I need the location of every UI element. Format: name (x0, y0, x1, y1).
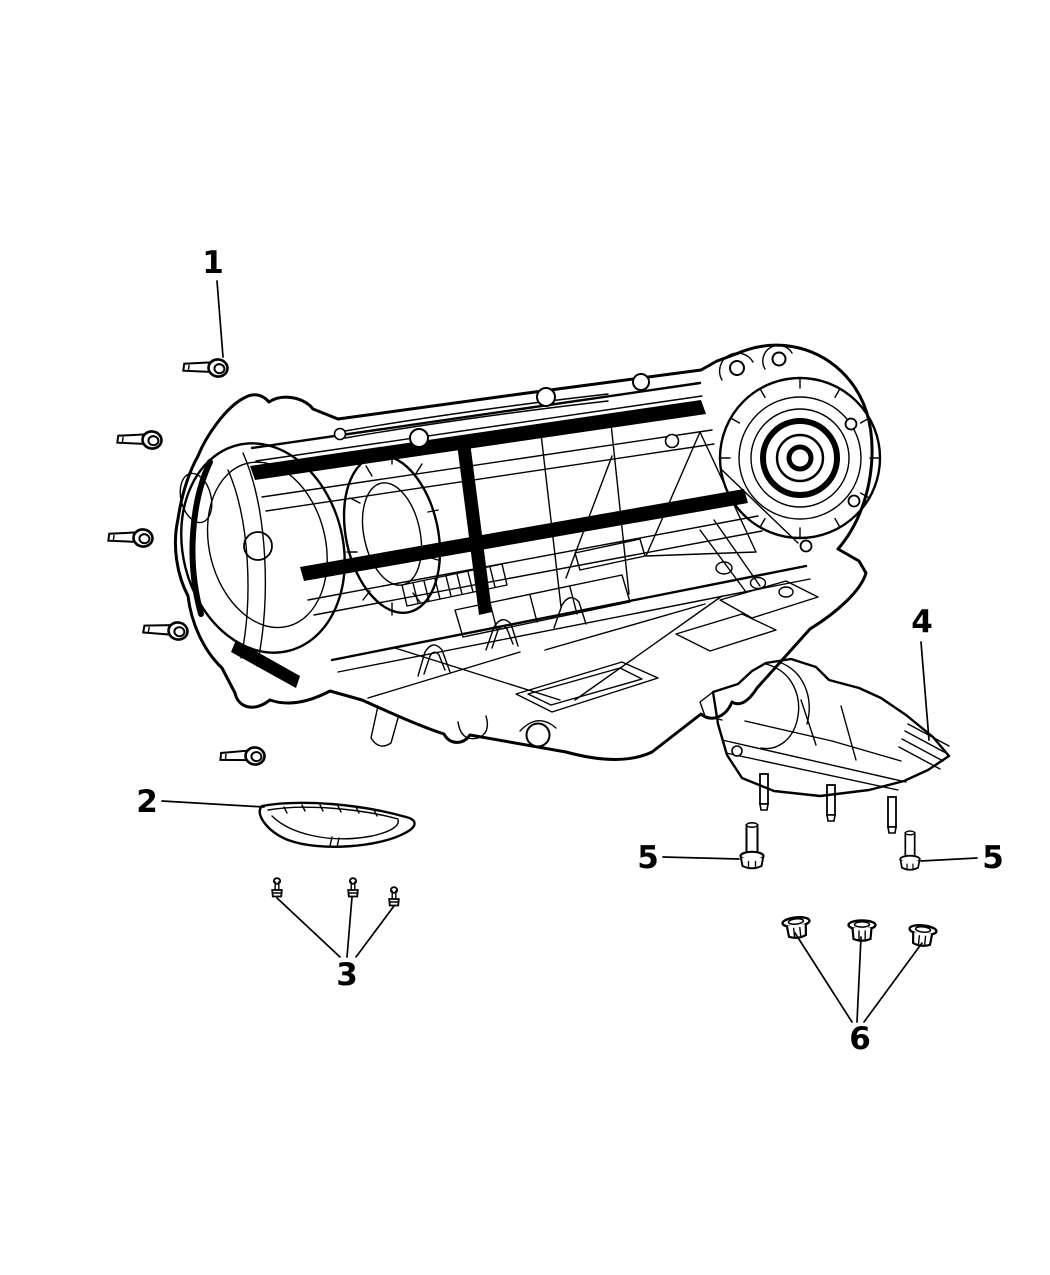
callout-2: 2 (136, 784, 265, 820)
callout-3-leader (355, 905, 395, 958)
callout-4-label: 4 (911, 604, 933, 640)
callout-4-leader (920, 641, 930, 741)
case-bolt-icon (115, 425, 164, 452)
callout-5-right-label: 5 (982, 840, 1004, 876)
callout-6-label: 6 (849, 1021, 871, 1057)
crescent-shield (258, 801, 416, 848)
callout-3-label: 3 (336, 957, 358, 993)
flange-nut-icon (847, 919, 877, 943)
callout-2-leader (161, 800, 265, 808)
case-bolt-icon (106, 523, 155, 550)
flange-nuts (780, 914, 939, 949)
callout-5-left: 5 (637, 840, 740, 876)
stud-icon (271, 877, 283, 898)
callout-4: 4 (911, 604, 933, 741)
case-bolt-icon (218, 742, 267, 767)
callout-1: 1 (202, 245, 224, 358)
callout-5-left-leader (662, 856, 740, 860)
mount-bolt-icon (899, 830, 921, 871)
mount-stud-icon (887, 796, 897, 834)
structural-collar (330, 561, 819, 748)
callouts: 1 2 3 4 5 5 6 (136, 245, 1004, 1057)
mount-stud-icon (826, 784, 836, 822)
transmission-assembly (173, 343, 882, 761)
callout-5-right-leader (920, 857, 978, 862)
mount-bolt-icon (739, 821, 765, 870)
case-detail (300, 413, 799, 638)
callout-3-leader (346, 896, 353, 958)
mount-stud-icon (759, 773, 769, 811)
rear-flange (718, 344, 882, 553)
case-bolt-icon (141, 615, 191, 643)
callout-6-leader (794, 932, 853, 1023)
callout-5-left-label: 5 (637, 840, 659, 876)
callout-6-leader (863, 942, 923, 1023)
callout-3: 3 (276, 896, 395, 993)
callout-6-leader (856, 936, 862, 1023)
callout-1-label: 1 (202, 245, 224, 281)
callout-1-leader (216, 280, 224, 358)
bell-housing (179, 442, 442, 688)
stud-icon (388, 886, 400, 907)
callout-5-right: 5 (920, 840, 1004, 876)
small-studs (271, 877, 400, 907)
callout-3-leader (276, 897, 341, 958)
callout-6: 6 (794, 932, 923, 1057)
stud-icon (347, 877, 359, 898)
callout-2-label: 2 (136, 784, 158, 820)
transmission-mount (699, 657, 951, 834)
case-bolt-icon (181, 353, 230, 380)
